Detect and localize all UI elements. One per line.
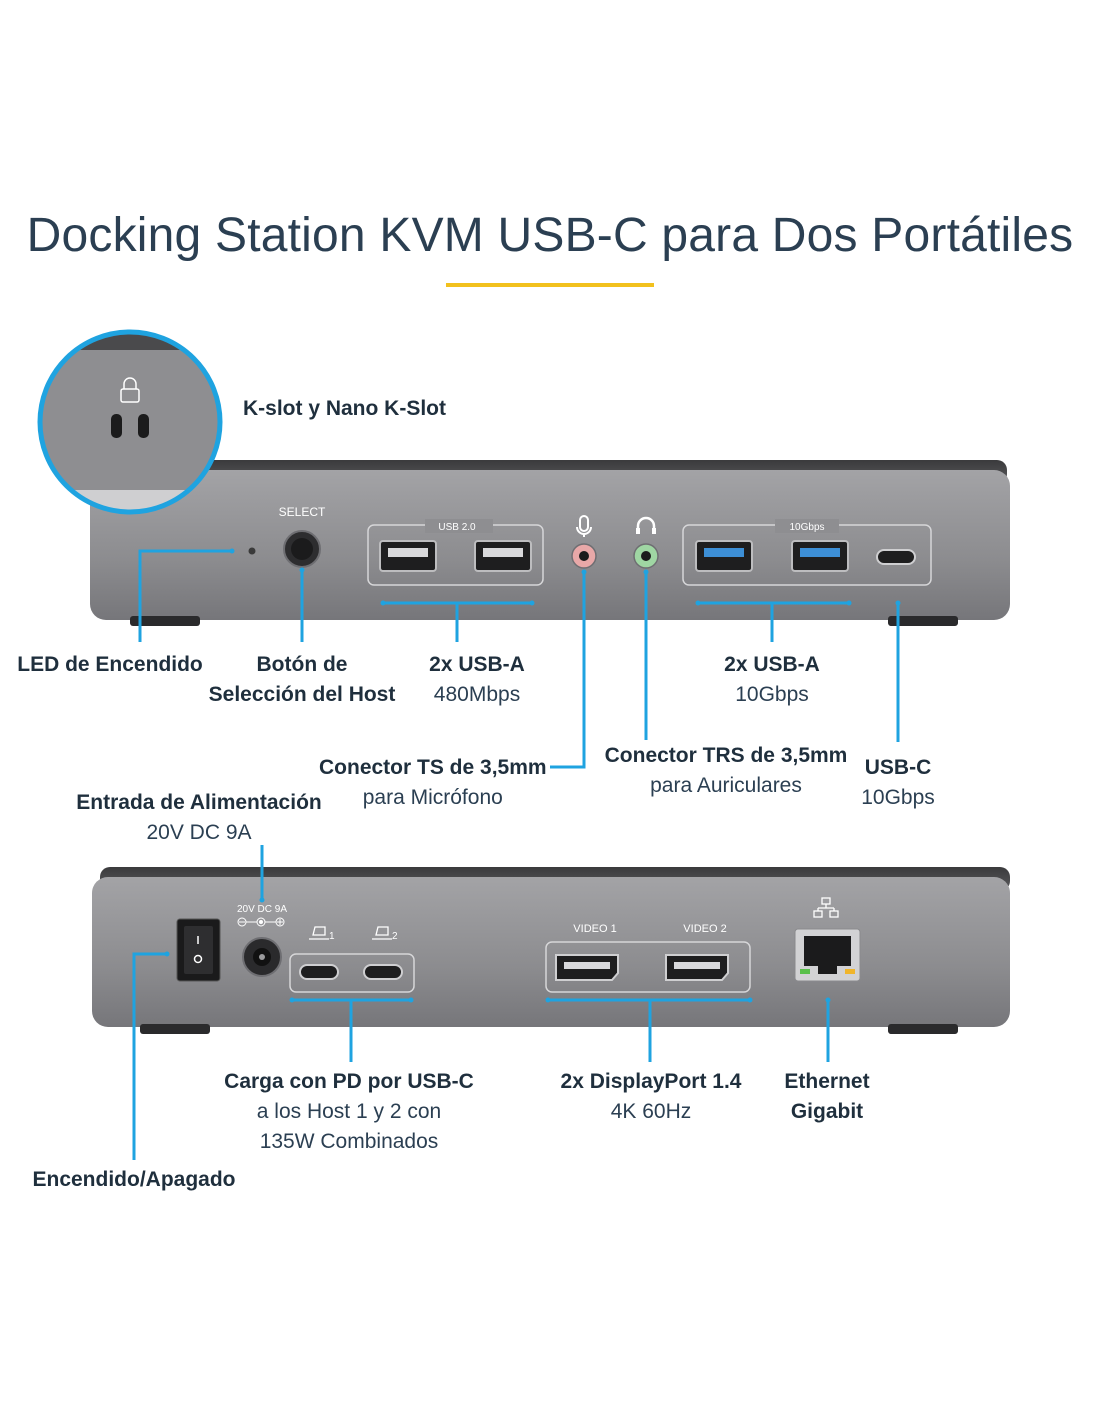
title-underline (446, 283, 654, 287)
k-slot (111, 414, 122, 438)
marking-power-rating: 20V DC 9A (237, 904, 287, 915)
lock-icon (123, 377, 137, 389)
front-body (90, 470, 1010, 620)
usb-c-front-port (876, 549, 916, 565)
label-usb2: 2x USB-A 480Mbps (429, 653, 525, 706)
front-foot-left (130, 616, 200, 626)
marking-video2: VIDEO 2 (683, 923, 726, 935)
label-power-in: Entrada de Alimentación 20V DC 9A (76, 791, 322, 844)
power-led (248, 547, 256, 555)
rear-foot-left (140, 1024, 210, 1034)
dc-polarity-icon (237, 917, 285, 927)
kslot-magnifier (37, 329, 223, 515)
ethernet-led-amber (845, 969, 855, 974)
marking-select: SELECT (279, 505, 326, 519)
rear-foot-right (888, 1024, 958, 1034)
displayport-frame (545, 941, 751, 993)
front-panel-device (90, 460, 1010, 626)
laptop-icon-host1 (309, 926, 329, 940)
label-headphone: Conector TRS de 3,5mm para Auriculares (604, 744, 848, 797)
rear-callout-lines (132, 845, 830, 1160)
label-led: LED de Encendido (17, 653, 203, 676)
nano-k-slot (138, 414, 149, 438)
host-pd-frame (289, 953, 415, 993)
marking-usb20: USB 2.0 (438, 522, 476, 533)
marking-host1: 1 (329, 931, 335, 942)
label-kslot: K-slot y Nano K-Slot (243, 397, 446, 420)
headphone-icon (636, 516, 656, 530)
front-foot-right (888, 616, 958, 626)
label-pd: Carga con PD por USB-C a los Host 1 y 2 … (224, 1070, 474, 1153)
label-host-select: Botón de Selección del Host (208, 653, 396, 706)
label-mic: Conector TS de 3,5mm para Micrófono (319, 756, 547, 809)
marking-10gbps: 10Gbps (789, 522, 824, 533)
usb-c-host2-port (363, 964, 403, 980)
label-usbc: USB-C 10Gbps (861, 756, 935, 809)
label-onoff: Encendido/Apagado (32, 1168, 236, 1191)
magnifier-ring (37, 329, 223, 515)
label-ethernet: Ethernet Gigabit (784, 1070, 870, 1123)
marking-video1: VIDEO 1 (573, 923, 616, 935)
laptop-icon-host2 (372, 926, 392, 940)
label-displayport: 2x DisplayPort 1.4 4K 60Hz (560, 1070, 742, 1123)
front-callout-lines (138, 549, 900, 769)
rear-panel-device (92, 867, 1010, 1034)
page-title: Docking Station KVM USB-C para Dos Portá… (26, 209, 1074, 262)
usb-c-host1-port (299, 964, 339, 980)
network-icon (813, 897, 839, 918)
microphone-icon (576, 515, 592, 537)
rear-body (92, 877, 1010, 1027)
marking-host2: 2 (392, 931, 398, 942)
ethernet-led-green (800, 969, 810, 974)
label-usb10: 2x USB-A 10Gbps (724, 653, 820, 706)
